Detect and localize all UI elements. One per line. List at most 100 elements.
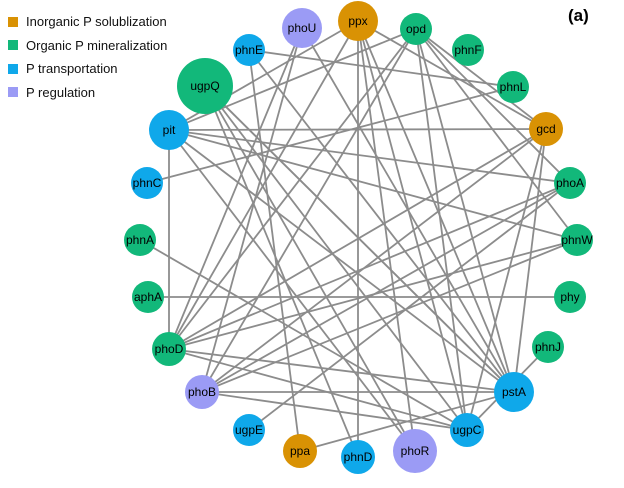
node-aphA: aphA	[132, 281, 164, 313]
node-circle	[233, 34, 265, 66]
edge-ugpQ-phnD	[204, 85, 359, 458]
node-phnA: phnA	[124, 224, 156, 256]
node-circle	[149, 110, 189, 150]
edge-pit-phoA	[168, 129, 571, 184]
node-phoA: phoA	[554, 167, 586, 199]
node-label: phnL	[500, 80, 527, 94]
node-label: phy	[560, 290, 579, 304]
legend-item-transport: P transportation	[8, 57, 167, 81]
node-circle	[497, 71, 529, 103]
node-circle	[124, 224, 156, 256]
node-ugpE: ugpE	[233, 414, 265, 446]
node-phoR: phoR	[393, 429, 437, 473]
node-circle	[185, 375, 219, 409]
edge-phoA-phoB	[201, 182, 571, 393]
edge-opd-phoA	[415, 28, 571, 184]
edge-gcd-pstA	[513, 128, 547, 393]
node-label: phnD	[344, 450, 373, 464]
node-phy: phy	[554, 281, 586, 313]
node-label: gcd	[536, 122, 555, 136]
edge-ppx-phoD	[168, 20, 359, 350]
edge-gcd-phoB	[201, 128, 547, 393]
node-opd: opd	[400, 13, 432, 45]
node-label: pit	[163, 123, 176, 137]
node-phoU: phoU	[282, 8, 322, 48]
node-label: phnA	[126, 233, 154, 247]
edge-phnE-ppa	[248, 49, 301, 452]
edge-phoA-phoD	[168, 182, 571, 350]
node-circle	[554, 281, 586, 313]
node-layer: ppxopdphnFphnLgcdphoAphnWphyphnJpstAugpC…	[124, 1, 593, 474]
legend-swatch	[8, 40, 18, 51]
edge-gcd-phoD	[168, 128, 547, 350]
node-circle	[152, 332, 186, 366]
node-circle	[450, 413, 484, 447]
node-label: phnF	[454, 43, 481, 57]
legend-label: Inorganic P solublization	[26, 14, 167, 30]
node-label: pstA	[502, 385, 526, 399]
edge-phoA-ugpE	[248, 182, 571, 431]
edge-layer	[139, 20, 578, 458]
edge-phoU-phoD	[168, 27, 303, 350]
legend-item-regulation: P regulation	[8, 81, 167, 105]
node-label: phoR	[401, 444, 430, 458]
node-label: phoB	[188, 385, 216, 399]
edge-phoD-pstA	[168, 348, 515, 393]
node-phoB: phoB	[185, 375, 219, 409]
node-label: phnW	[561, 233, 593, 247]
legend-item-organic: Organic P mineralization	[8, 34, 167, 58]
edge-ugpQ-phoR	[204, 85, 416, 452]
node-phoD: phoD	[152, 332, 186, 366]
edge-gcd-ppx	[357, 20, 547, 130]
node-circle	[452, 34, 484, 66]
node-phnC: phnC	[131, 167, 163, 199]
edge-ppx-ugpC	[357, 20, 468, 431]
node-ugpC: ugpC	[450, 413, 484, 447]
node-circle	[132, 281, 164, 313]
node-circle	[341, 440, 375, 474]
legend-label: P transportation	[26, 61, 118, 77]
edge-ugpQ-ugpC	[204, 85, 468, 431]
node-label: phnE	[235, 43, 263, 57]
node-label: ppx	[348, 14, 367, 28]
node-circle	[131, 167, 163, 199]
node-circle	[233, 414, 265, 446]
node-label: ugpC	[453, 423, 482, 437]
node-circle	[494, 372, 534, 412]
legend-swatch	[8, 87, 18, 98]
node-gcd: gcd	[529, 112, 563, 146]
node-ppx: ppx	[338, 1, 378, 41]
node-circle	[561, 224, 593, 256]
edge-phnC-phnL	[146, 86, 514, 184]
node-label: ugpE	[235, 423, 263, 437]
legend-label: P regulation	[26, 84, 96, 100]
node-pstA: pstA	[494, 372, 534, 412]
edge-phnW-phoD	[168, 239, 578, 350]
edge-pit-gcd	[168, 128, 547, 131]
edge-phnE-pstA	[248, 49, 515, 393]
node-label: phnC	[133, 176, 162, 190]
edge-pit-pstA	[168, 129, 515, 393]
node-ugpQ: ugpQ	[177, 58, 233, 114]
node-circle	[393, 429, 437, 473]
edge-gcd-ugpC	[466, 128, 547, 431]
node-phnL: phnL	[497, 71, 529, 103]
edge-gcd-opd	[415, 28, 547, 130]
edge-phnE-phnL	[248, 49, 514, 88]
node-circle	[338, 1, 378, 41]
node-circle	[400, 13, 432, 45]
node-circle	[177, 58, 233, 114]
node-label: ppa	[290, 444, 310, 458]
node-phnW: phnW	[561, 224, 593, 256]
edge-phoB-ugpC	[201, 391, 468, 431]
legend-item-inorganic: Inorganic P solublization	[8, 10, 167, 34]
edge-pstA-ppa	[299, 391, 515, 452]
node-phnE: phnE	[233, 34, 265, 66]
edge-opd-phoD	[168, 28, 417, 350]
legend: Inorganic P solublization Organic P mine…	[8, 10, 167, 104]
edge-opd-phnW	[415, 28, 578, 241]
legend-swatch	[8, 16, 18, 27]
panel-label: (a)	[568, 6, 589, 25]
node-circle	[529, 112, 563, 146]
